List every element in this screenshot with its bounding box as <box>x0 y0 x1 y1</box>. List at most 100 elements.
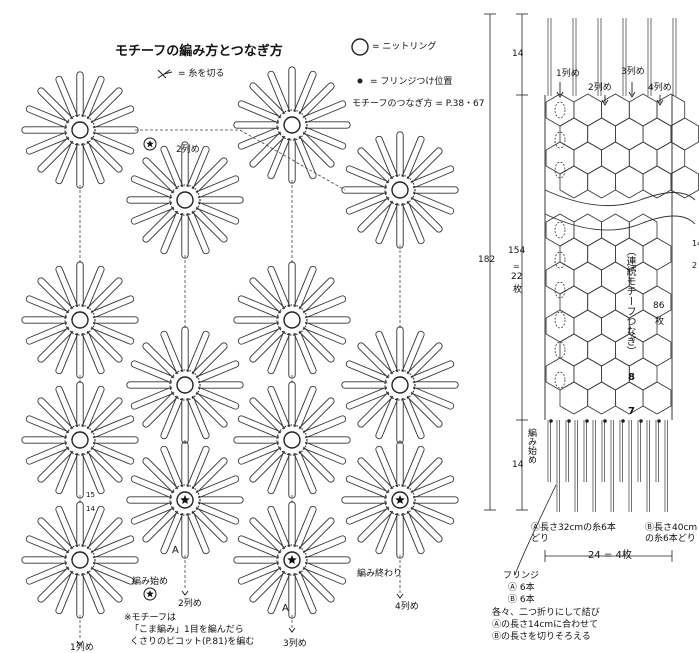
center-stitches <box>64 114 96 146</box>
dim-body-motifs: 22 <box>511 272 523 282</box>
petal-chain <box>37 326 74 363</box>
fringe-leader-line <box>514 484 557 576</box>
petal-chain <box>357 147 394 184</box>
petal-chain <box>25 131 70 155</box>
start-star-icon <box>287 555 297 564</box>
petal-chain <box>81 385 105 430</box>
petal-chain <box>298 446 335 483</box>
petal-chain <box>81 570 105 615</box>
petal-chain <box>37 566 74 603</box>
petal-chain <box>191 157 228 194</box>
petal-chain <box>93 436 139 444</box>
scarf-hex-motif <box>628 93 658 127</box>
dim-total: 182 <box>478 255 496 265</box>
scissors-icon <box>157 69 173 79</box>
petal-chain <box>37 446 74 483</box>
fringe-attach-point <box>567 419 571 423</box>
flower-motif <box>341 326 459 444</box>
petal-chain <box>237 561 282 585</box>
center-stitches <box>384 369 416 401</box>
petal-chain <box>195 360 240 384</box>
petal-chain <box>302 561 347 585</box>
petal-chain <box>406 196 443 233</box>
flower-motif <box>341 441 459 559</box>
scarf-hex-motif <box>545 213 575 247</box>
petal-chain <box>293 330 317 375</box>
flower-motif <box>21 71 139 189</box>
knit-ring <box>283 116 301 134</box>
direction-arrow <box>396 593 404 599</box>
petal-chain <box>237 100 282 124</box>
top-star-icon <box>146 140 154 148</box>
petal-chain <box>25 295 70 319</box>
petal-chain <box>237 535 282 559</box>
petal-chain <box>76 71 84 117</box>
direction-arrow <box>181 590 189 596</box>
scarf-hex-motif <box>587 285 616 319</box>
petal-chain <box>86 517 123 554</box>
petal-chain <box>86 326 123 363</box>
num-14: 14 <box>86 505 95 513</box>
petal-chain <box>86 566 123 603</box>
fringe-attach-point <box>603 419 607 423</box>
petal-chain <box>81 140 105 185</box>
petal-chain <box>302 100 347 124</box>
fringe-a-spec: Ⓐ長さ32cmの糸6本どり <box>531 523 616 544</box>
petal-chain <box>410 191 455 215</box>
scarf-col3-label: 3列め <box>621 67 645 77</box>
petal-chain <box>90 105 135 129</box>
petal-chain <box>293 135 317 180</box>
a-mark-mid: A <box>282 603 289 614</box>
petal-chain <box>55 75 79 120</box>
join-oval <box>554 161 566 179</box>
fringe-notes-title: フリンジ <box>503 571 540 581</box>
join-oval <box>554 101 566 119</box>
petal-chain <box>249 82 286 119</box>
flower-motif <box>233 381 351 499</box>
petal-chain <box>130 175 175 199</box>
petal-chain <box>305 556 351 564</box>
petal-chain <box>410 501 455 525</box>
knit-ring <box>71 551 89 569</box>
flower-motif <box>126 441 244 559</box>
petal-chain <box>401 135 425 180</box>
petal-chain <box>341 496 387 504</box>
petal-chain <box>375 200 399 245</box>
petal-chain <box>21 436 67 444</box>
scarf-hex-motif <box>628 213 658 247</box>
scarf-schematic <box>484 13 699 576</box>
flower-motif <box>21 501 139 619</box>
scarf-hex-motif <box>545 261 575 295</box>
scarf-hex-motif <box>545 309 575 343</box>
petal-chain <box>406 391 443 428</box>
scarf-hex-motif <box>670 117 699 151</box>
petal-chain <box>55 450 79 495</box>
petal-chain <box>267 330 291 375</box>
fringe-attach-point <box>621 419 625 423</box>
petal-chain <box>233 436 279 444</box>
petal-chain <box>401 200 425 245</box>
petal-chain <box>401 445 425 490</box>
petal-chain <box>288 261 296 307</box>
scarf-num-7: 7 <box>628 406 635 417</box>
petal-chain <box>305 436 351 444</box>
legend-ring-text: = ニットリング <box>372 42 437 52</box>
scarf-hex-motif <box>587 237 616 271</box>
petal-chain <box>396 513 404 559</box>
petal-chain <box>126 381 172 389</box>
petal-chain <box>298 326 335 363</box>
scarf-hex-motif <box>656 141 686 175</box>
petal-chain <box>195 386 240 410</box>
petal-chain <box>249 566 286 603</box>
petal-chain <box>357 342 394 379</box>
note-line-2: 「こま編み」1目を編んだら <box>130 625 244 635</box>
scarf-col4-label: 4列め <box>648 83 672 93</box>
petal-chain <box>233 316 279 324</box>
scarf-width: 24 = 4枚 <box>588 550 632 561</box>
center-stitches <box>64 304 96 336</box>
center-stitches <box>169 184 201 216</box>
center-stitches <box>276 424 308 456</box>
knit-ring <box>71 431 89 449</box>
break-line-bottom <box>544 213 696 231</box>
break-line-top <box>544 189 696 207</box>
